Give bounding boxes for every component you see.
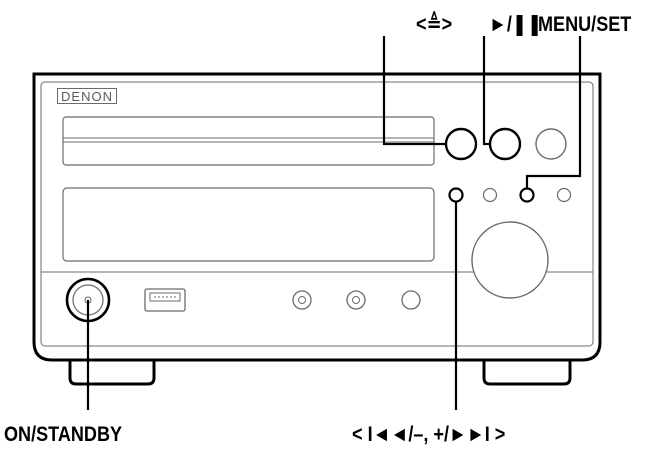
small-button-4 [556,187,572,203]
small-button-2 [482,187,498,203]
front-panel-outline [40,81,594,347]
skip-button [448,187,464,203]
play-pause-leader [482,36,490,146]
display-window [62,187,435,262]
play-pause-label: ►/❚❚ [489,13,543,36]
menu-set-label: MENU/SET [538,13,632,36]
on-standby-label: ON/STANDBY [4,423,123,446]
menu-set-leader [525,36,582,189]
usb-port [144,288,186,312]
menu-set-button [519,187,535,203]
brand-logo: DENON [57,88,117,104]
eject-button [444,127,478,161]
eject-label: <≜> [416,13,453,36]
disc-slot [62,116,435,166]
skip-label: < I◄◄/–, +/►►I > [352,423,506,446]
eject-leader [382,36,446,146]
jack-2 [346,290,366,310]
jack-3 [401,290,421,310]
jack-1 [292,290,312,310]
top-right-button [535,128,567,160]
volume-knob [471,221,549,299]
play-pause-button [488,127,522,161]
